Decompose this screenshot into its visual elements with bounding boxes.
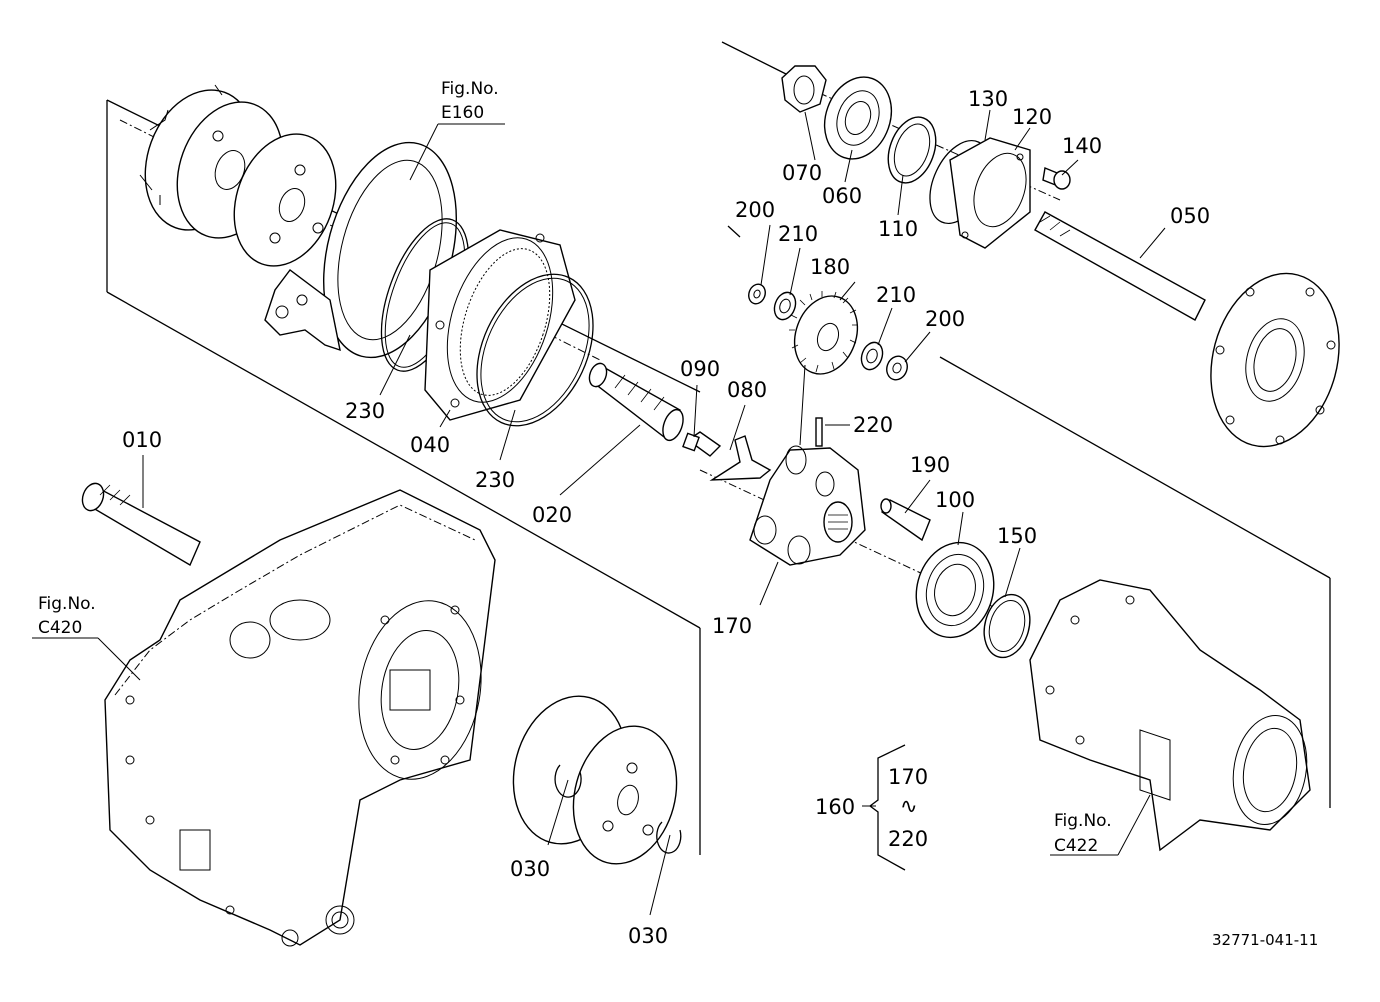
part-label-030a: 030 xyxy=(510,857,550,881)
fig-ref-c420-title: Fig.No. xyxy=(38,594,96,614)
washer-200-left xyxy=(748,283,766,305)
snap-ring-030-a xyxy=(554,764,582,798)
part-label-100: 100 xyxy=(935,488,975,512)
part-label-170b: 170 xyxy=(888,765,928,789)
planet-carrier-170 xyxy=(749,445,866,566)
part-label-230b: 230 xyxy=(475,468,515,492)
transmission-case xyxy=(104,489,496,947)
bearing-060 xyxy=(823,76,893,160)
bearing-case-120 xyxy=(949,137,1031,249)
part-label-040: 040 xyxy=(410,433,450,457)
planet-shaft-190 xyxy=(880,498,931,542)
part-label-060: 060 xyxy=(822,184,862,208)
needle-bearing-210-left xyxy=(773,291,797,321)
part-label-070: 070 xyxy=(782,161,822,185)
axle-case xyxy=(1029,579,1311,852)
brake-housing xyxy=(264,141,458,359)
part-label-020: 020 xyxy=(532,503,572,527)
range-bracket xyxy=(868,744,906,871)
bolt-140 xyxy=(1042,167,1071,190)
needle-bearing-210-right xyxy=(860,341,884,371)
fig-ref-c420-code: C420 xyxy=(38,618,82,638)
washer-200-right xyxy=(886,355,908,381)
part-label-190: 190 xyxy=(910,453,950,477)
part-label-130: 130 xyxy=(968,87,1008,111)
part-label-220b: 220 xyxy=(888,827,928,851)
input-shaft-010 xyxy=(81,482,201,567)
part-label-050: 050 xyxy=(1170,204,1210,228)
part-label-210b: 210 xyxy=(876,283,916,307)
planet-gear-180 xyxy=(789,291,859,375)
part-label-180: 180 xyxy=(810,255,850,279)
part-label-120: 120 xyxy=(1012,105,1052,129)
bearing-100 xyxy=(915,541,995,639)
pin-220 xyxy=(815,417,823,447)
brake-plates xyxy=(139,84,337,267)
fig-ref-e160-code: E160 xyxy=(441,103,484,123)
part-label-030b: 030 xyxy=(628,924,668,948)
part-label-010: 010 xyxy=(122,428,162,452)
leader-lines xyxy=(32,109,1166,916)
fig-ref-c422-code: C422 xyxy=(1054,836,1098,856)
lock-plate-080 xyxy=(709,435,772,481)
part-label-200b: 200 xyxy=(925,307,965,331)
fig-ref-c422-title: Fig.No. xyxy=(1054,811,1112,831)
part-label-170a: 170 xyxy=(712,614,752,638)
fig-ref-e160-title: Fig.No. xyxy=(441,79,499,99)
part-label-range-symbol: ∿ xyxy=(900,794,918,818)
bolt-090 xyxy=(682,431,722,457)
part-label-110: 110 xyxy=(878,217,918,241)
part-label-220a: 220 xyxy=(853,413,893,437)
brake-cover-plate xyxy=(512,695,678,865)
axle-shaft-050 xyxy=(1034,211,1340,448)
shaft-020 xyxy=(588,362,684,442)
part-label-080: 080 xyxy=(727,378,767,402)
drawing-code: 32771-041-11 xyxy=(1212,931,1318,949)
part-label-140: 140 xyxy=(1062,134,1102,158)
part-label-090: 090 xyxy=(680,357,720,381)
o-ring-230-right xyxy=(476,273,594,427)
part-label-160: 160 xyxy=(815,795,855,819)
seal-150 xyxy=(983,593,1031,659)
part-label-150: 150 xyxy=(997,524,1037,548)
part-label-210a: 210 xyxy=(778,222,818,246)
part-label-230a: 230 xyxy=(345,399,385,423)
nut-070 xyxy=(781,65,827,113)
part-label-200a: 200 xyxy=(735,198,775,222)
